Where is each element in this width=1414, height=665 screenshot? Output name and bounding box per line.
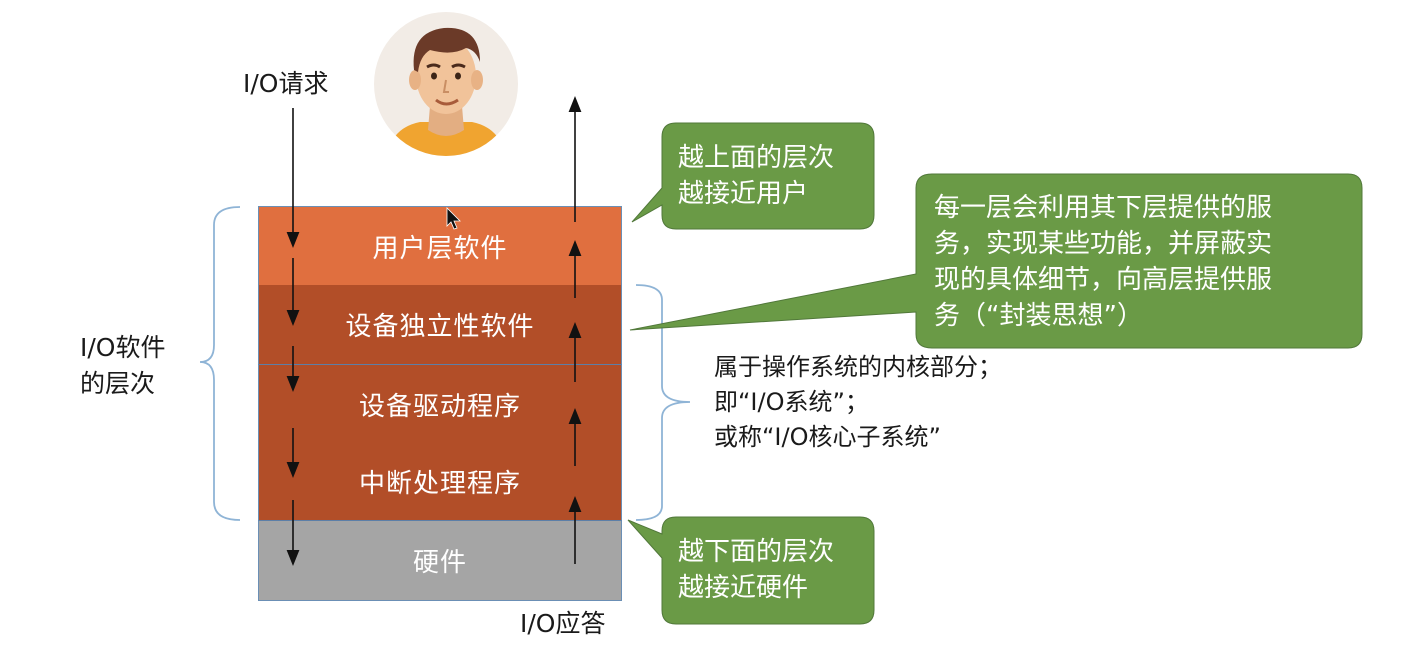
kernel-note-line: 即“I/O系统”；	[714, 388, 869, 416]
callout-line: 越接近用户	[678, 179, 809, 209]
layer-label: 用户层软件	[372, 234, 508, 264]
mouse-pointer-icon	[446, 207, 461, 230]
left-brace	[199, 206, 241, 521]
right-brace	[635, 284, 691, 521]
io-response-label: I/O应答	[520, 609, 606, 638]
kernel-note-line: 属于操作系统的内核部分；	[714, 353, 1002, 381]
layer-label: 设备独立性软件	[345, 312, 535, 342]
callout-top-bubble	[631, 122, 875, 230]
callout-bottom-text: 越下面的层次 越接近硬件	[678, 534, 834, 606]
layer-label: 设备驱动程序	[358, 391, 521, 422]
callout-middle-text: 每一层会利用其下层提供的服 务，实现某些功能，并屏蔽实 现的具体细节，向高层提供…	[934, 190, 1272, 334]
callout-top-text: 越上面的层次 越接近用户	[678, 140, 834, 212]
layer-label: 硬件	[412, 548, 467, 578]
callout-line: 越上面的层次	[678, 143, 835, 173]
callout-line: 务（“封装思想”）	[934, 301, 1143, 331]
layer-interrupt-handler: 中断处理程序	[258, 442, 622, 520]
callout-middle-bubble	[629, 173, 1363, 349]
callout-bottom-bubble	[627, 516, 875, 625]
callout-line: 现的具体细节，向高层提供服	[934, 265, 1273, 295]
layer-hardware: 硬件	[258, 520, 622, 601]
layer-device-driver: 设备驱动程序	[258, 364, 622, 443]
callout-line: 越下面的层次	[678, 537, 835, 567]
io-request-label: I/O请求	[243, 69, 329, 98]
layer-user-software: 用户层软件	[258, 206, 622, 286]
user-avatar-icon	[374, 12, 518, 156]
kernel-note: 属于操作系统的内核部分； 即“I/O系统”； 或称“I/O核心子系统”	[714, 350, 1002, 455]
callout-line: 务，实现某些功能，并屏蔽实	[934, 229, 1273, 259]
callout-line: 每一层会利用其下层提供的服	[934, 193, 1273, 223]
layer-device-independent-software: 设备独立性软件	[258, 285, 622, 364]
kernel-note-line: 或称“I/O核心子系统”	[714, 423, 941, 451]
side-label-line: I/O软件	[80, 333, 166, 362]
io-software-levels-label: I/O软件 的层次	[80, 330, 165, 402]
layer-label: 中断处理程序	[358, 468, 521, 499]
side-label-line: 的层次	[80, 369, 156, 398]
callout-line: 越接近硬件	[678, 573, 809, 603]
